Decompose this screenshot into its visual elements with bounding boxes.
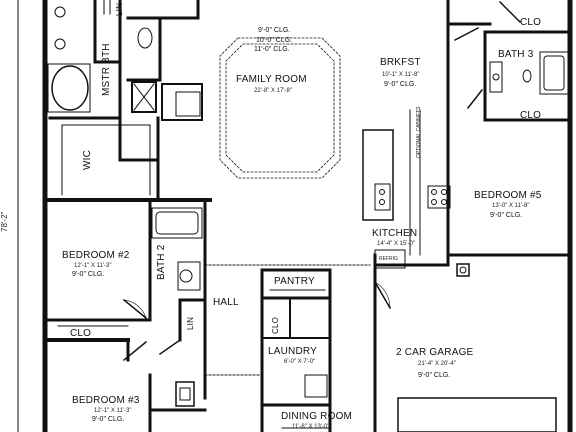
room-label-breakfast: BRKFST	[380, 57, 421, 68]
closet-label-lin-top: LIN	[115, 2, 124, 16]
bedroom-3-ceiling: 9'-0" CLG.	[92, 416, 125, 423]
breakfast-size: 10'-1" X 11'-8"	[382, 72, 420, 78]
closet-label-bath3-top: CLO	[520, 17, 542, 28]
overall-dimension: 78'-2"	[0, 211, 9, 232]
room-label-wic: WIC	[82, 149, 93, 170]
garage-ceiling: 9'-0" CLG.	[418, 372, 451, 379]
room-label-bedroom-2: BEDROOM #2	[62, 250, 130, 261]
bedroom-5-size: 13'-0" X 11'-8"	[492, 203, 530, 209]
family-room-size: 22'-8" X 17'-8"	[254, 88, 292, 94]
closet-label-laundry: CLO	[271, 316, 280, 334]
closet-label-lin-bath2: LIN	[186, 316, 195, 330]
refrigerator-label: REFRIG	[379, 256, 398, 262]
garage-size: 21'-4" X 20'-4"	[418, 361, 456, 367]
bedroom-2-ceiling: 9'-0" CLG.	[72, 271, 105, 278]
dining-room-size: 11'-8" X 13'-0"	[292, 424, 330, 430]
kitchen-size: 14'-4" X 15'-0"	[377, 241, 415, 247]
room-label-master-bath: MSTR BTH	[101, 43, 112, 96]
breakfast-ceiling: 9'-0" CLG.	[384, 81, 417, 88]
family-room-ceiling-2: 10'-0" CLG.	[256, 37, 293, 44]
family-room-ceiling-3: 11'-0" CLG.	[254, 46, 290, 53]
room-label-dining-room: DINING ROOM	[281, 411, 353, 422]
bedroom-5-ceiling: 9'-0" CLG.	[490, 212, 523, 219]
room-label-family-room: FAMILY ROOM	[236, 74, 307, 85]
room-label-laundry: LAUNDRY	[268, 346, 318, 357]
optional-cabinets-note: OPTIONAL CABINETS	[416, 106, 422, 159]
room-label-bedroom-5: BEDROOM #5	[474, 190, 542, 201]
closet-label-bedroom-2: CLO	[70, 328, 92, 339]
room-label-bath-3: BATH 3	[498, 49, 534, 60]
laundry-size: 6'-0" X 7'-0"	[284, 359, 316, 365]
room-label-pantry: PANTRY	[274, 276, 315, 287]
bedroom-2-size: 12'-1" X 11'-3"	[74, 263, 112, 269]
room-label-bath-2: BATH 2	[156, 244, 167, 280]
room-label-bedroom-3: BEDROOM #3	[72, 395, 140, 406]
room-label-garage: 2 CAR GARAGE	[396, 347, 474, 358]
family-room-ceiling-1: 9'-0" CLG.	[258, 27, 291, 34]
room-label-hall: HALL	[213, 297, 239, 308]
room-label-kitchen: KITCHEN	[372, 228, 418, 239]
bedroom-3-size: 12'-1" X 11'-3"	[94, 408, 132, 414]
closet-label-bath3-bottom: CLO	[520, 110, 542, 121]
